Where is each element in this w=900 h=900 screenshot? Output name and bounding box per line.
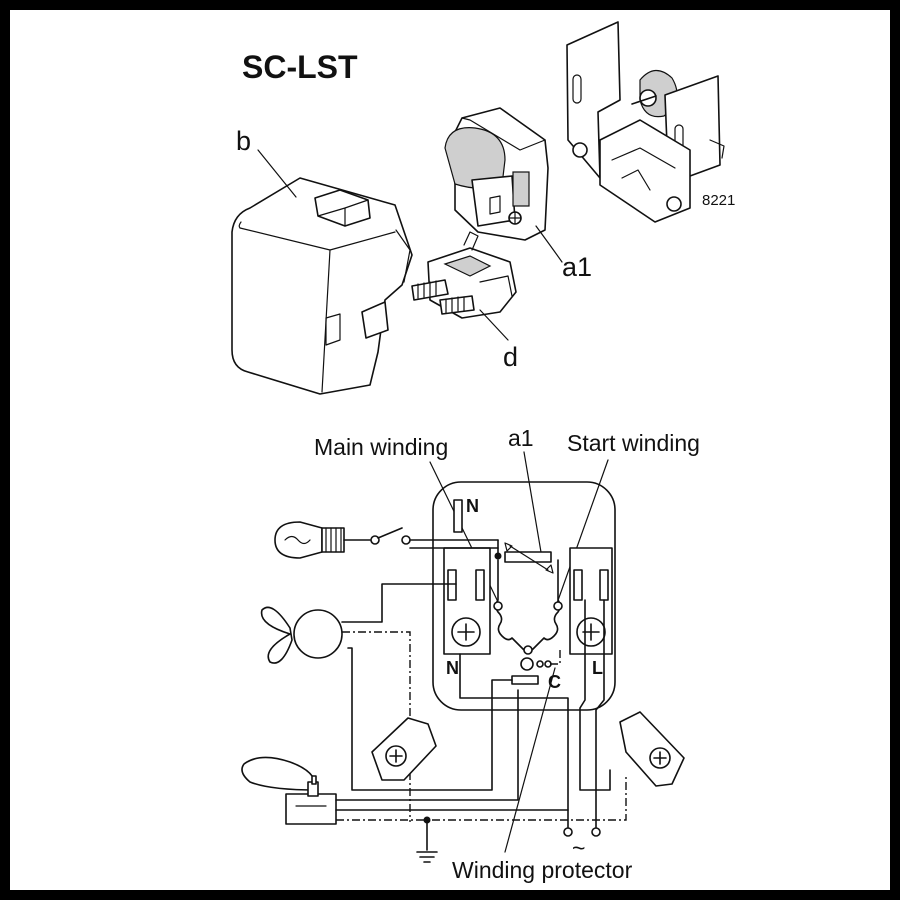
relay-part (444, 107, 549, 241)
start-winding-label: Start winding (567, 430, 700, 456)
ground-icon (416, 851, 438, 863)
relay-schematic-label: a1 (508, 425, 534, 451)
common-node (523, 645, 533, 655)
winding-protector-label: Winding protector (452, 857, 633, 883)
cover-part (231, 177, 413, 395)
relay-leader-line (535, 225, 563, 263)
ac-symbol: ~ (572, 835, 585, 861)
relay-arrow (509, 545, 549, 571)
clip-leader-line (479, 309, 509, 341)
fan-return-wire (347, 647, 513, 791)
main-winding-label: Main winding (314, 434, 448, 460)
ground-wire (336, 776, 627, 821)
relay-housing (432, 481, 616, 711)
supply-wire-l (595, 599, 605, 829)
thermostat-wire-1 (335, 689, 519, 801)
right-terminal-block (569, 547, 613, 655)
left-plug-icon (371, 717, 437, 781)
diagram-title: SC-LST (242, 49, 358, 85)
compressor-wiring-diagram: SC-LST b a1 d (231, 21, 735, 883)
thermostat-icon (241, 756, 337, 825)
cover-leader-line (257, 149, 297, 198)
door-switch (370, 535, 380, 545)
thermostat-wire-2 (335, 653, 569, 811)
winding-protector-element (511, 675, 539, 685)
terminal-l-label: L (592, 658, 603, 678)
relay-schematic-leader (523, 451, 543, 559)
ac-terminal-2 (591, 827, 601, 837)
fan-wire (341, 583, 457, 623)
right-plug-icon (619, 711, 685, 787)
winding-protector-leader (504, 667, 556, 853)
supply-wire-l-plug (579, 599, 611, 791)
compressor-bracket (566, 21, 725, 223)
terminal-n-top-label: N (466, 496, 479, 516)
relay-label: a1 (562, 252, 592, 282)
clip-part (411, 231, 517, 319)
winding-protector-node (520, 657, 534, 671)
terminal-n-bottom-label: N (446, 658, 459, 678)
fan-icon (260, 606, 343, 664)
left-terminal-block (443, 547, 491, 655)
cover-label: b (236, 126, 251, 156)
terminal-c-label: C (548, 672, 561, 692)
lamp-icon (274, 521, 345, 559)
clip-label: d (503, 342, 518, 372)
ac-terminal-1 (563, 827, 573, 837)
terminal-n-top-pin (453, 499, 463, 533)
figure-number: 8221 (702, 192, 735, 209)
